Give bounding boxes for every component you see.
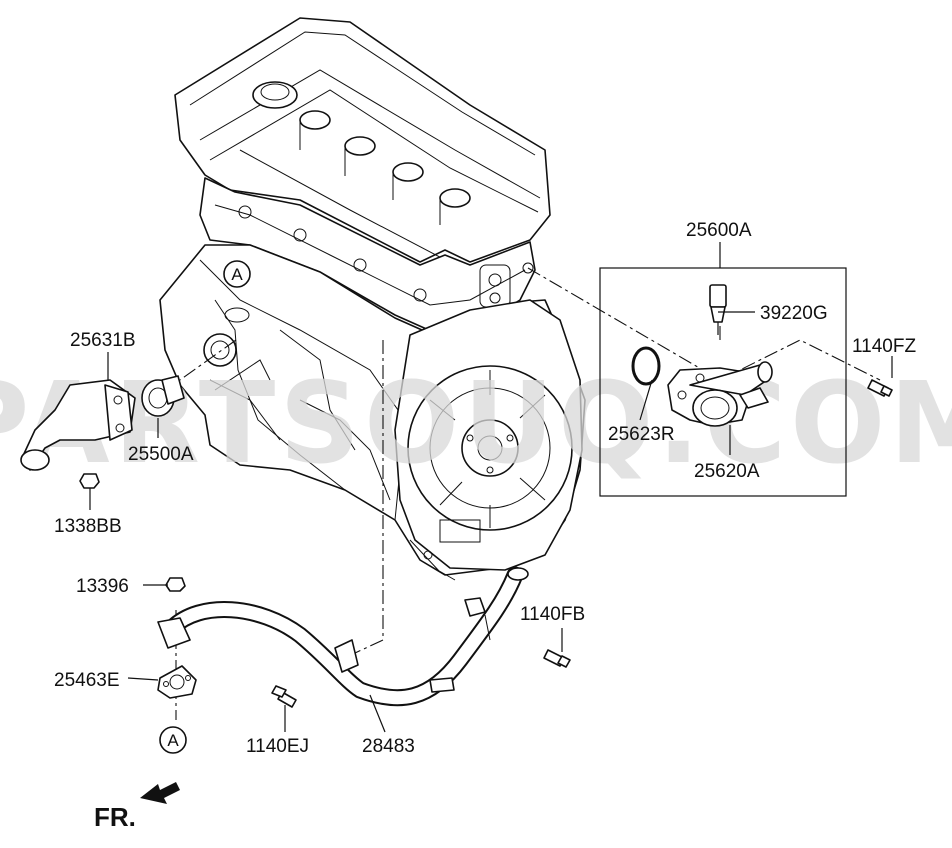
label-28483: 28483	[362, 736, 415, 757]
o-ring	[631, 346, 661, 386]
label-39220g: 39220G	[760, 303, 828, 324]
pipe-ref-marker-label: A	[167, 731, 179, 750]
gasket	[157, 665, 197, 699]
front-direction-indicator: FR.	[94, 782, 180, 832]
label-13396: 13396	[76, 576, 129, 597]
label-25620a: 25620A	[694, 461, 760, 482]
thermostat-housing	[667, 361, 773, 427]
label-1338bb: 1338BB	[54, 516, 122, 537]
assembly-box	[599, 267, 847, 497]
temp-sensor	[709, 284, 727, 335]
engine-ref-marker-label: A	[231, 265, 243, 284]
nut-1338bb	[79, 473, 100, 489]
bolt-1140fb	[543, 649, 571, 668]
nut-13396	[165, 577, 186, 592]
engine-ref-marker	[223, 260, 251, 288]
thermostat	[141, 375, 185, 417]
water-pipe	[157, 566, 529, 707]
watermark: PARTSOUQ.COM	[0, 359, 952, 489]
water-outlet-cover	[20, 379, 136, 471]
label-1140fz: 1140FZ	[852, 336, 916, 357]
label-25623r: 25623R	[608, 424, 675, 445]
label-1140ej: 1140EJ	[246, 736, 309, 757]
bolt-1140fz	[867, 379, 893, 397]
label-25631b: 25631B	[70, 330, 136, 351]
pipe-ref-marker	[159, 726, 187, 754]
label-25500a: 25500A	[128, 444, 194, 465]
leader-lines	[89, 242, 893, 733]
front-arrow-icon	[140, 782, 180, 804]
label-25463e: 25463E	[54, 670, 120, 691]
engine-illustration: A	[159, 17, 586, 581]
bolt-1140ej	[271, 685, 297, 708]
front-label: FR.	[94, 802, 136, 832]
label-1140fb: 1140FB	[520, 604, 585, 625]
label-25600a: 25600A	[686, 220, 752, 241]
